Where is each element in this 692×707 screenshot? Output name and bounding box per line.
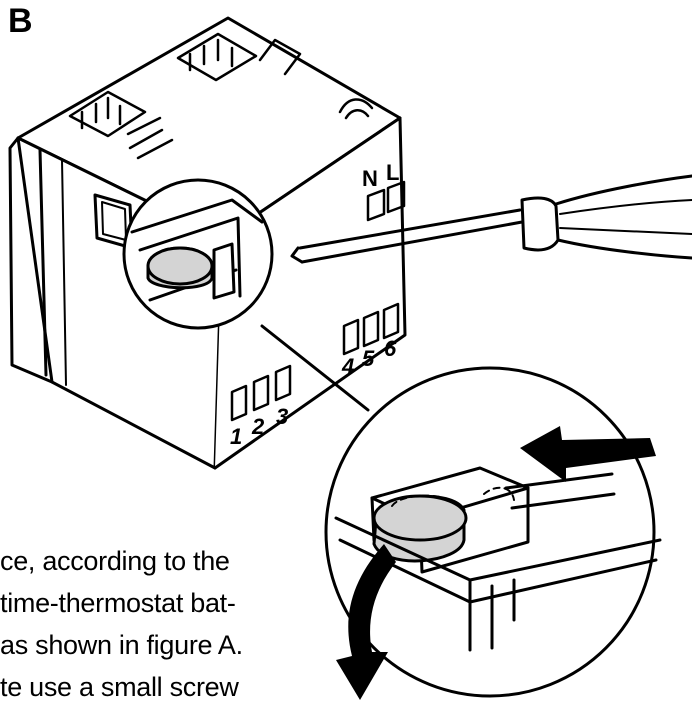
figure-letter: B [8,2,33,40]
label-3: 3 [276,404,288,429]
label-4: 4 [341,354,354,379]
label-5: 5 [362,346,375,371]
text-line-4: te use a small screw [0,672,239,702]
magnifier-circle-small [122,178,274,330]
screwdriver-icon [290,174,692,264]
zoom-connector [260,324,370,412]
label-l: L [386,160,399,185]
terminals-456 [342,302,400,356]
label-1: 1 [230,424,242,449]
label-n: N [362,166,378,191]
rotate-arrow-icon [336,544,396,700]
text-line-2: time-thermostat bat- [0,588,236,618]
text-line-1: ce, according to the [0,546,230,576]
label-6: 6 [384,336,397,361]
magnifier-circle-large [324,366,662,698]
instruction-text: ce, according to the time-thermostat bat… [0,540,320,707]
top-clips [68,32,374,160]
terminals-123 [230,364,292,422]
push-arrow-icon [520,426,656,482]
terminals-nl [366,180,406,222]
label-2: 2 [251,414,265,439]
thermostat-module [8,16,407,470]
text-line-3: as shown in figure A. [0,630,243,660]
